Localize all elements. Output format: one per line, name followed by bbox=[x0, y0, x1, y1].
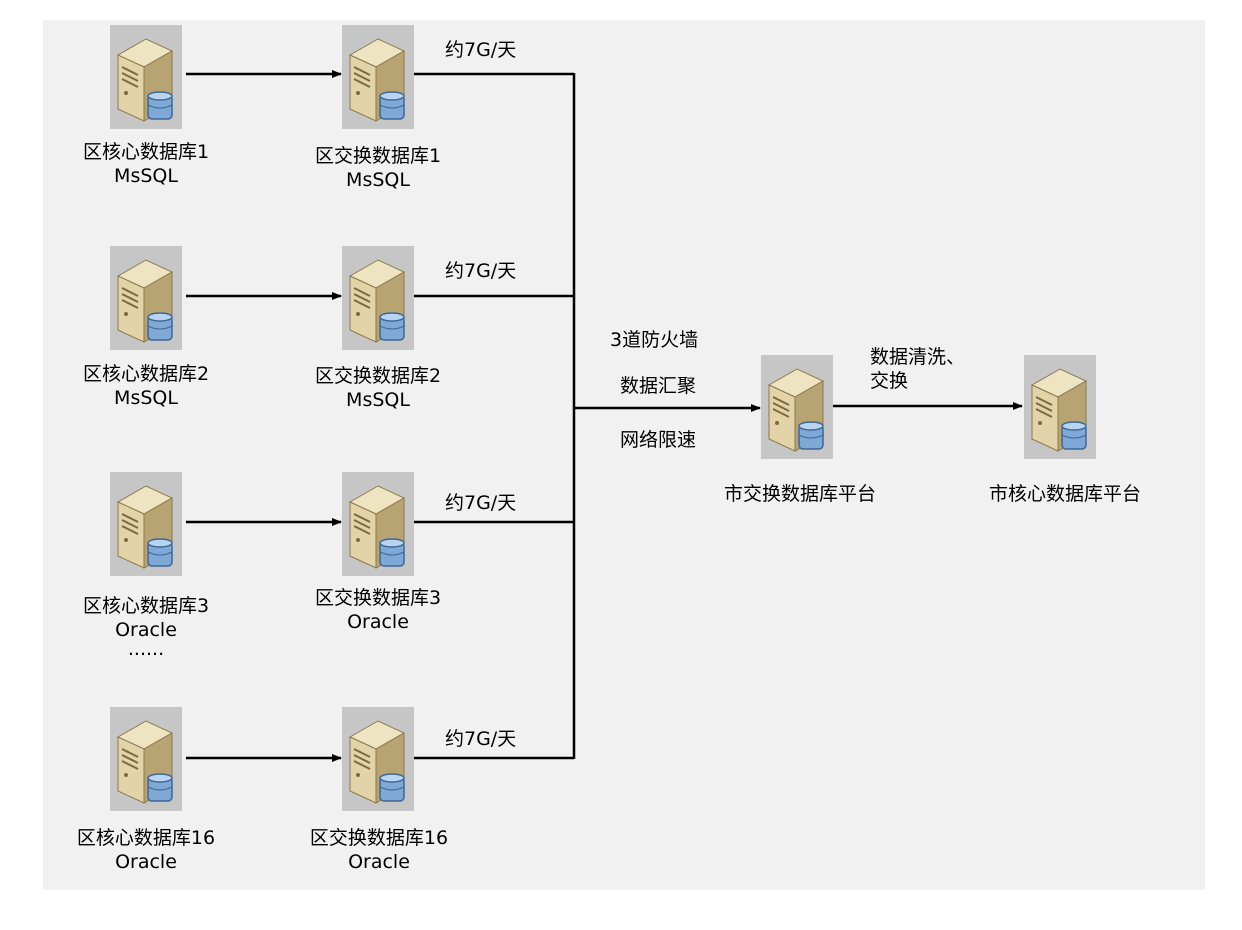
volume-label-2: 约7G/天 bbox=[445, 260, 517, 282]
step-firewall: 3道防火墙 bbox=[610, 329, 699, 351]
exchange-2-engine: MsSQL bbox=[346, 389, 410, 411]
exchange-3-engine: Oracle bbox=[347, 611, 409, 633]
cleaning-label-line-1: 数据清洗、 bbox=[870, 346, 966, 368]
label-core-16: 区核心数据库16 Oracle bbox=[55, 826, 237, 874]
label-city-exchange: 市交换数据库平台 bbox=[695, 482, 905, 506]
core-16-engine: Oracle bbox=[115, 851, 177, 873]
exchange-1-name: 区交换数据库1 bbox=[314, 145, 442, 167]
step-rate-limit: 网络限速 bbox=[620, 429, 697, 451]
diagram-canvas bbox=[43, 20, 1205, 890]
core-3-engine: Oracle bbox=[115, 619, 177, 641]
server-icon-core-3 bbox=[110, 472, 182, 576]
city-core-name: 市核心数据库平台 bbox=[988, 483, 1141, 505]
server-icon-core-2 bbox=[110, 246, 182, 350]
server-icon-core-1 bbox=[110, 25, 182, 129]
label-exchange-3: 区交换数据库3 Oracle bbox=[292, 586, 464, 634]
server-icon-exchange-1 bbox=[342, 25, 414, 129]
exchange-3-name: 区交换数据库3 bbox=[314, 587, 442, 609]
cleaning-label-line-2: 交换 bbox=[870, 370, 909, 392]
label-core-2: 区核心数据库2 MsSQL bbox=[60, 362, 232, 410]
exchange-16-engine: Oracle bbox=[348, 851, 410, 873]
server-icon-core-16 bbox=[110, 707, 182, 811]
core-16-name: 区核心数据库16 bbox=[76, 827, 216, 849]
label-exchange-1: 区交换数据库1 MsSQL bbox=[292, 144, 464, 192]
server-icon-exchange-2 bbox=[342, 246, 414, 350]
exchange-1-engine: MsSQL bbox=[346, 169, 410, 191]
label-exchange-2: 区交换数据库2 MsSQL bbox=[292, 364, 464, 412]
server-icon-city-exchange bbox=[761, 355, 833, 459]
label-core-3: 区核心数据库3 Oracle ...... bbox=[60, 594, 232, 660]
core-1-engine: MsSQL bbox=[114, 165, 178, 187]
label-core-1: 区核心数据库1 MsSQL bbox=[60, 140, 232, 188]
server-icon-exchange-3 bbox=[342, 472, 414, 576]
core-1-name: 区核心数据库1 bbox=[82, 141, 210, 163]
core-3-name: 区核心数据库3 bbox=[82, 595, 210, 617]
volume-label-1: 约7G/天 bbox=[445, 39, 517, 61]
ellipsis-more-databases: ...... bbox=[127, 638, 165, 660]
exchange-16-name: 区交换数据库16 bbox=[309, 827, 449, 849]
city-exchange-name: 市交换数据库平台 bbox=[723, 483, 876, 505]
core-2-name: 区核心数据库2 bbox=[82, 363, 210, 385]
step-aggregation: 数据汇聚 bbox=[620, 375, 697, 397]
server-icon-city-core bbox=[1024, 355, 1096, 459]
volume-label-4: 约7G/天 bbox=[445, 728, 517, 750]
volume-label-3: 约7G/天 bbox=[445, 492, 517, 514]
core-2-engine: MsSQL bbox=[114, 387, 178, 409]
cleaning-label: 数据清洗、 交换 bbox=[870, 345, 965, 393]
label-city-core: 市核心数据库平台 bbox=[960, 482, 1170, 506]
server-icon-exchange-16 bbox=[342, 707, 414, 811]
label-exchange-16: 区交换数据库16 Oracle bbox=[288, 826, 470, 874]
exchange-2-name: 区交换数据库2 bbox=[314, 365, 442, 387]
